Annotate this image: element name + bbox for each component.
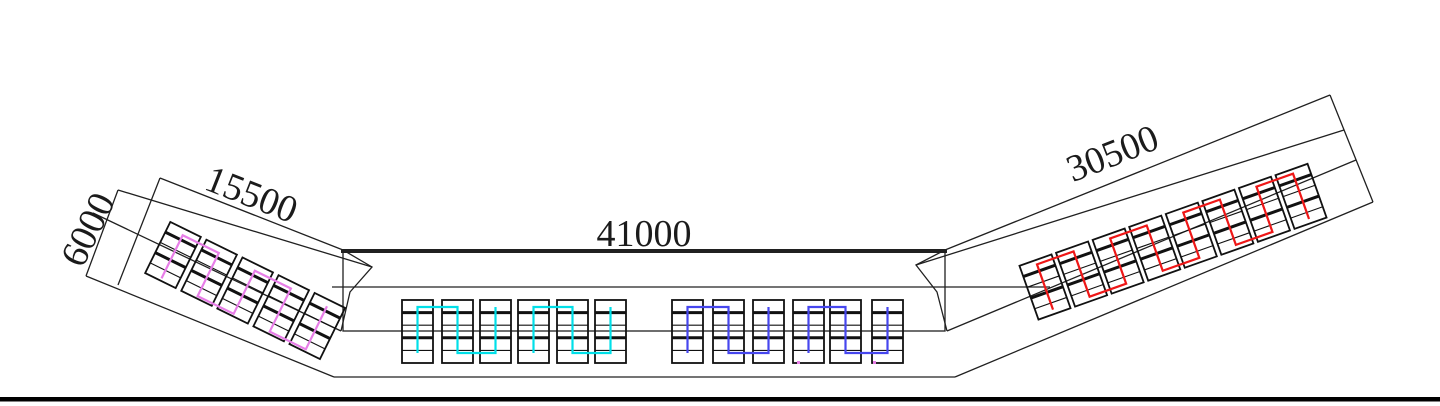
- right-dimension-line: [944, 94, 1331, 251]
- left-roof-top-edge: [117, 189, 373, 268]
- right-roof-inner-line: [946, 159, 1357, 332]
- right-valley-line: [915, 249, 948, 332]
- right-gable-cap: [1329, 94, 1374, 203]
- middle-roof-band: [332, 249, 1050, 378]
- middle-left-panel-array: [400, 298, 628, 365]
- string-terminal-dot: [873, 361, 876, 364]
- bottom-border-bar: [0, 397, 1440, 402]
- left-valley-line: [340, 249, 374, 332]
- left-length-dimension-label: 15500: [200, 158, 304, 232]
- left-depth-dimension-label: 6000: [53, 186, 124, 273]
- left-roof-band: [85, 177, 373, 378]
- left-dimension-line: [159, 177, 344, 251]
- left-roof-eave-line: [85, 275, 335, 378]
- left-gable-inner-cap: [117, 177, 161, 286]
- right-panel-array: [1017, 162, 1329, 322]
- right-roof-band: [915, 94, 1374, 378]
- left-panel-array: [143, 220, 347, 361]
- right-length-dimension-label: 30500: [1061, 117, 1165, 191]
- left-roof-inner-line: [92, 212, 342, 332]
- string-route-blue-2: [807, 305, 889, 355]
- middle-length-dimension-label: 41000: [597, 213, 692, 255]
- string-route-violet: [160, 233, 328, 351]
- string-terminal-dot: [797, 361, 800, 364]
- string-route-blue-1: [686, 305, 770, 355]
- left-gable-outer-cap: [85, 189, 119, 277]
- right-roof-eave-line: [954, 201, 1374, 378]
- string-route-red: [1035, 172, 1311, 310]
- string-route-cyan-1: [416, 305, 497, 355]
- middle-right-panel-array: [670, 298, 905, 365]
- string-route-cyan-2: [532, 305, 612, 355]
- right-roof-top-edge: [915, 129, 1345, 266]
